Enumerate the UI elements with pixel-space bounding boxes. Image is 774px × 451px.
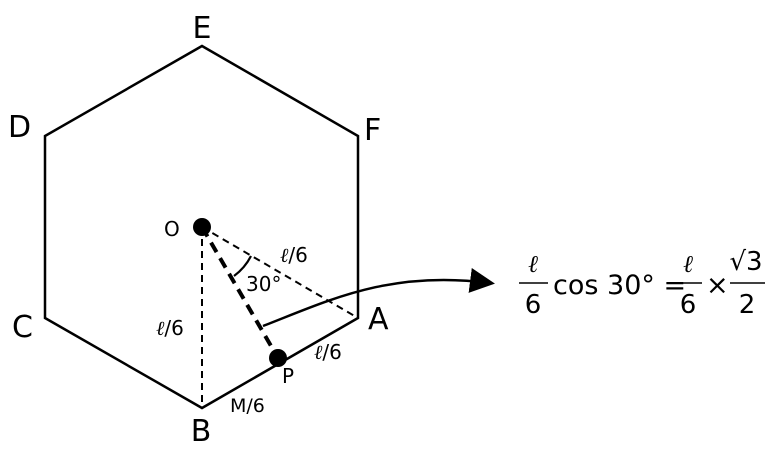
label-ob: ℓ/6 [156,316,184,340]
frac3-denominator: 2 [739,290,756,320]
angle-arc [233,255,252,277]
vertex-label-a: A [368,302,389,337]
vertex-label-d: D [8,110,31,145]
frac1-numerator: ℓ [528,250,538,278]
point-label-o: O [164,217,180,241]
frac2-numerator: ℓ [683,250,693,278]
angle-label: 30° [246,272,281,296]
point-label-p: P [282,364,294,388]
frac3-numerator: √3 [729,247,762,277]
frac2-denominator: 6 [680,290,697,320]
label-bp: M/6 [230,395,265,417]
segment-o-to-p [200,225,280,360]
point-p [269,349,287,367]
vertex-label-b: B [191,414,212,449]
equation: ℓ 6 cos 30° = ℓ 6 × √3 2 [519,247,765,320]
pointer-arrow [262,268,495,328]
point-o [193,218,211,236]
vertex-label-c: C [12,310,33,345]
vertex-label-f: F [364,113,381,148]
segment-o-to-a [201,226,359,319]
label-oa: ℓ/6 [280,243,308,267]
cos-term: cos 30° = [553,270,686,301]
vertex-label-e: E [193,11,212,46]
times-sign: × [706,270,729,301]
frac1-denominator: 6 [525,290,542,320]
label-pa: ℓ/6 [314,340,342,364]
